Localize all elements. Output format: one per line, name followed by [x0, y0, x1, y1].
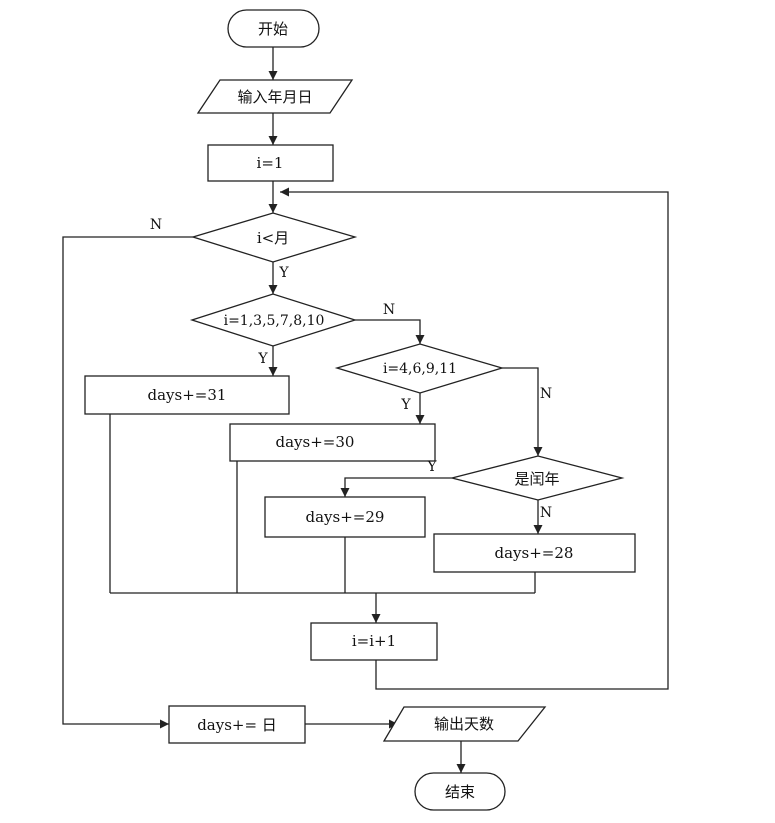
add-31-label: days+=31 [148, 386, 227, 404]
add-28-label: days+=28 [495, 544, 574, 562]
arrow-leap-yes [340, 477, 452, 497]
add-30-node: days+=30 [229, 423, 436, 462]
label-loop-no: N [150, 217, 162, 233]
output-node: 输出天数 [382, 706, 547, 742]
add-day-box [168, 705, 306, 744]
add-30-label: days+=30 [276, 433, 355, 451]
add-30-box [229, 423, 436, 462]
start-terminator [227, 9, 320, 48]
end-node: 结束 [414, 772, 506, 811]
loop-condition-label: i<月 [257, 229, 289, 247]
init-box [207, 144, 334, 182]
label-loop-yes: Y [278, 265, 289, 281]
start-label: 开始 [258, 20, 288, 38]
cond-30-diamond [334, 343, 505, 394]
label-cond31-yes: Y [257, 351, 268, 367]
add-day-node: days+= 日 [168, 705, 306, 744]
add-31-node: days+=31 [84, 375, 290, 415]
arrow-loop-back [280, 187, 669, 690]
loop-condition-diamond [190, 212, 358, 263]
arrow-cond31-no [355, 319, 425, 344]
increment-box [310, 622, 438, 661]
increment-label: i=i+1 [352, 632, 396, 650]
add-28-node: days+=28 [433, 533, 636, 573]
label-cond30-no: N [540, 386, 552, 402]
add-29-label: days+=29 [306, 508, 385, 526]
output-parallelogram [382, 706, 547, 742]
cond-30-label: i=4,6,9,11 [383, 361, 457, 377]
cond-30-node: i=4,6,9,11 [334, 343, 505, 394]
cond-31-label: i=1,3,5,7,8,10 [224, 313, 325, 329]
add-day-label: days+= 日 [197, 716, 277, 734]
end-terminator [414, 772, 506, 811]
cond-31-diamond [189, 293, 358, 347]
input-label: 输入年月日 [237, 88, 312, 106]
start-node: 开始 [227, 9, 320, 48]
add-29-node: days+=29 [264, 496, 426, 538]
add-31-box [84, 375, 290, 415]
branch-labels: N Y N Y N Y Y N [150, 217, 552, 521]
label-cond30-yes: Y [400, 397, 411, 413]
cond-31-node: i=1,3,5,7,8,10 [189, 293, 358, 347]
label-leap-yes: Y [426, 459, 437, 475]
arrow-cond30-no [502, 367, 543, 456]
leap-label: 是闰年 [514, 470, 559, 488]
init-label: i=1 [257, 154, 284, 172]
connectors [62, 47, 669, 773]
arrow-loop-no [62, 236, 193, 729]
init-node: i=1 [207, 144, 334, 182]
end-label: 结束 [445, 783, 475, 801]
leap-node: 是闰年 [451, 455, 625, 501]
output-label: 输出天数 [434, 715, 494, 733]
label-leap-no: N [540, 505, 552, 521]
input-node: 输入年月日 [196, 79, 354, 114]
label-cond31-no: N [383, 302, 395, 318]
increment-node: i=i+1 [310, 622, 438, 661]
add-29-box [264, 496, 426, 538]
loop-condition-node: i<月 [190, 212, 358, 263]
leap-diamond [451, 455, 625, 501]
input-parallelogram [196, 79, 354, 114]
add-28-box [433, 533, 636, 573]
